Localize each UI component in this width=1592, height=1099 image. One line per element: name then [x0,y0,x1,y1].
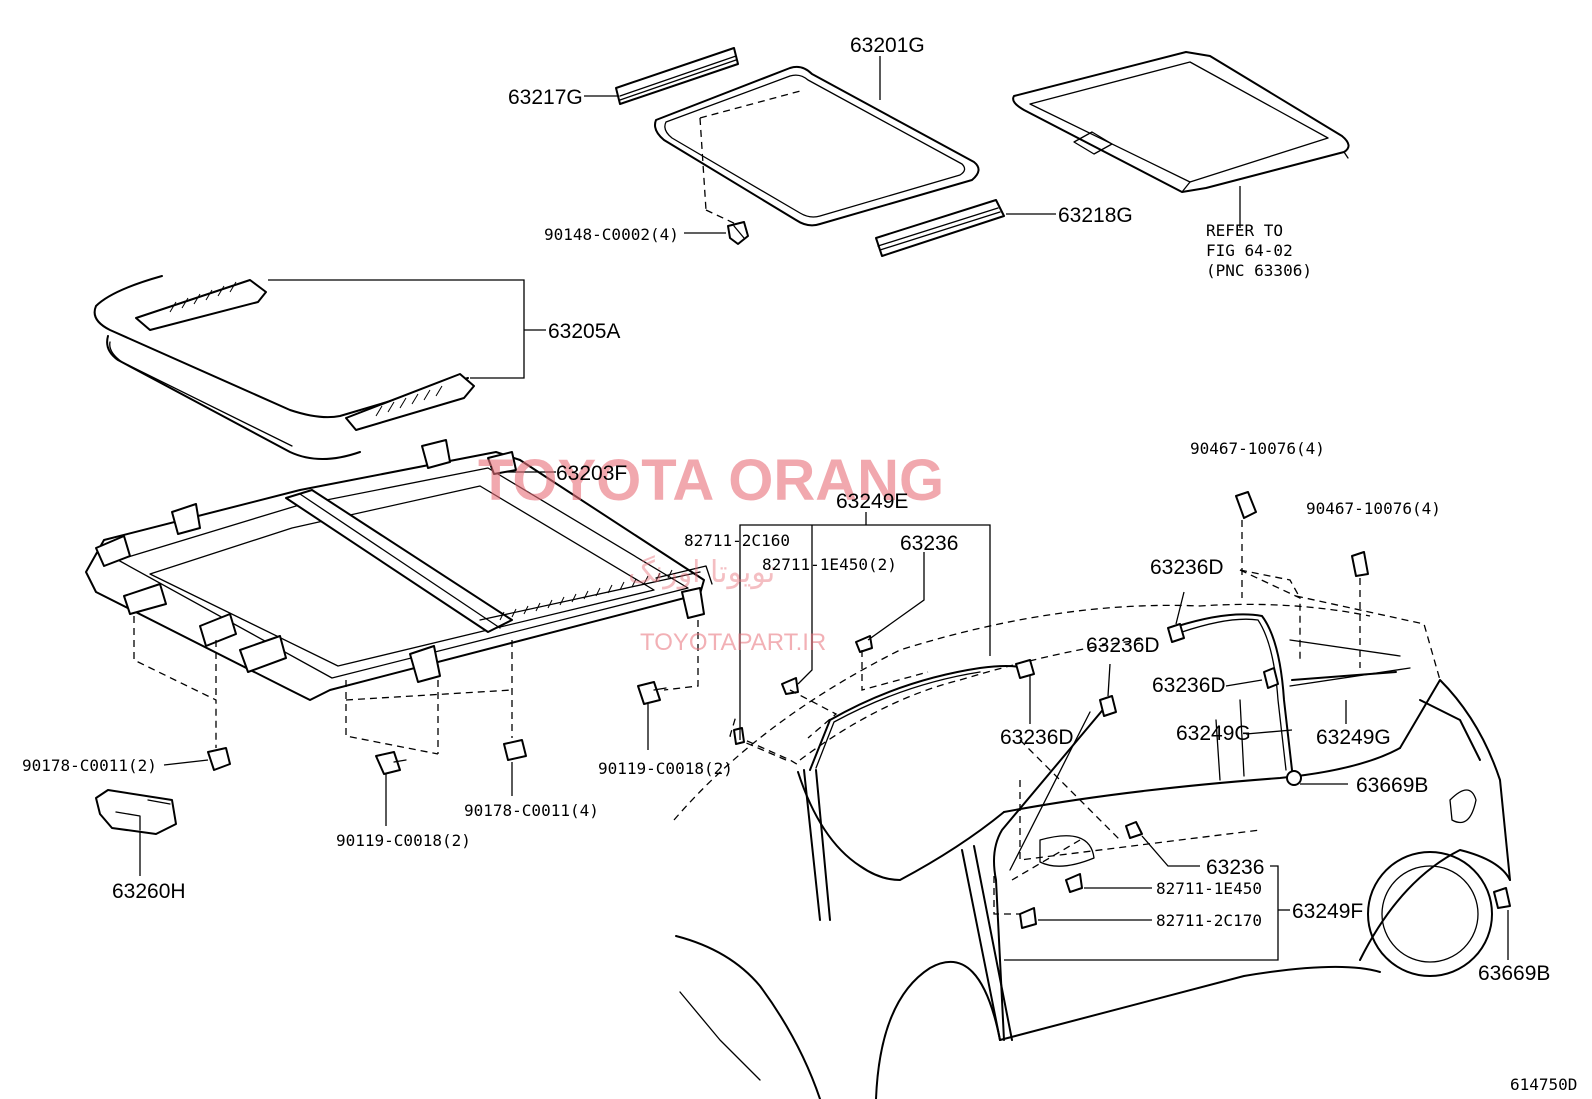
watermark-persian: تویوتا اورنگ [628,555,775,590]
label-63249G-b: 63249G [1316,726,1391,749]
label-63236D-d: 63236D [1000,726,1074,749]
label-63249F: 63249F [1292,900,1363,923]
label-63249G-a: 63249G [1176,722,1251,745]
label-refer-to: REFER TO [1206,221,1283,240]
label-63205A: 63205A [548,320,620,343]
vehicle-body-outline [673,569,1511,1099]
label-refer-fig: FIG 64-02 [1206,241,1293,260]
label-82711-1E450-2: 82711-1E450(2) [762,555,897,574]
label-63669B-a: 63669B [1356,774,1428,797]
sunshade-assembly [1012,51,1350,193]
drain-hose-63249F [993,705,1107,1041]
label-63236-bottom: 63236 [1206,856,1264,879]
label-90148: 90148-C0002(4) [544,225,679,244]
label-63201G: 63201G [850,34,925,57]
sunroof-housing-63203F [85,439,713,701]
clamp-82711-2C160 [733,727,745,745]
label-63236-top: 63236 [900,532,958,555]
screw-90119-mid [375,751,407,775]
grommet-63236D-a [1167,623,1185,643]
label-refer-pnc: (PNC 63306) [1206,261,1312,280]
watermark-url: TOYOTAPART.IR [640,629,826,656]
label-63203F: 63203F [556,462,627,485]
figure-id: 614750D [1510,1075,1577,1094]
clip-90178-mid [503,739,527,761]
label-90119-mid: 90119-C0018(2) [336,831,471,850]
label-63218G: 63218G [1058,204,1133,227]
sunroof-glass-63201G [654,65,980,227]
drain-hose-63249E [809,665,1025,771]
clamp-63236-bottom [1125,821,1143,839]
clamp-82711-1E450 [1065,873,1083,893]
label-63217G: 63217G [508,86,583,109]
clip-90178-left [207,747,231,771]
label-82711-2C170: 82711-2C170 [1156,911,1262,930]
weatherstrip-63217G [615,47,739,105]
grommet-63669B-b [1493,887,1511,909]
leader-lines [139,56,1509,961]
label-90178-mid: 90178-C0011(4) [464,801,599,820]
clip-90467-b [1351,551,1369,577]
clamp-82711-1E450-top [781,677,799,695]
weatherstrip-63218G [875,199,1005,257]
grommet-63236D-d [1015,659,1035,679]
label-90178-left: 90178-C0011(2) [22,756,157,775]
grommet-63669B-a [1286,770,1302,786]
label-82711-2C160: 82711-2C160 [684,531,790,550]
label-90467-b: 90467-10076(4) [1306,499,1441,518]
label-90119-right: 90119-C0018(2) [598,759,733,778]
label-90467-a: 90467-10076(4) [1190,439,1325,458]
label-63249E: 63249E [836,490,908,513]
label-63669B-b: 63669B [1478,962,1550,985]
label-63260H: 63260H [112,880,186,903]
clip-90467-a [1235,491,1257,519]
label-63236D-c: 63236D [1152,674,1226,697]
grommet-63236D-c [1263,667,1279,689]
watermark-main: TOYOTA ORANG [478,448,944,513]
label-82711-1E450: 82711-1E450 [1156,879,1262,898]
motor-63260H [95,789,177,835]
screw-90119-right [637,681,667,705]
frame-seal-63205A [93,275,475,460]
clamp-82711-2C170 [1019,907,1037,929]
label-63236D-b: 63236D [1086,634,1160,657]
label-63236D-a: 63236D [1150,556,1224,579]
grommet-63236D-b [1099,695,1117,717]
screw-90148 [727,221,749,245]
